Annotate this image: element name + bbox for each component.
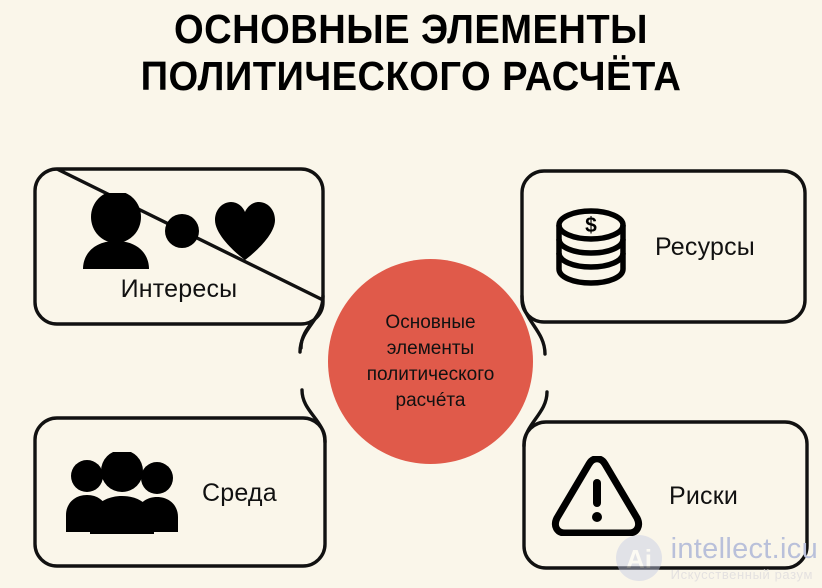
warning-triangle-icon [551, 456, 643, 536]
people-group-icon [66, 452, 178, 534]
interests-icon-row [81, 192, 277, 269]
svg-text:$: $ [585, 214, 597, 237]
card-interests[interactable]: Интересы [38, 172, 320, 320]
heart-icon [213, 201, 277, 260]
connector-tail-risks [522, 390, 549, 448]
coin-stack-icon: $ [553, 207, 629, 287]
card-resources[interactable]: $ Ресурсы [525, 174, 803, 320]
card-label-risks: Риски [669, 481, 739, 510]
card-risks[interactable]: Риски [527, 426, 805, 566]
dot-icon [165, 213, 199, 248]
connector-tail-environment [300, 388, 327, 444]
card-label-resources: Ресурсы [655, 232, 755, 261]
card-label-interests: Интересы [120, 274, 238, 303]
card-environment[interactable]: Среда [38, 422, 322, 564]
center-node[interactable]: Основные элементы политического расчéта [328, 259, 533, 464]
connector-tail-interests [298, 294, 325, 354]
page-title: ОСНОВНЫЕ ЭЛЕМЕНТЫ ПОЛИТИЧЕСКОГО РАСЧЁТА [0, 6, 822, 100]
connector-tail-resources [520, 294, 547, 356]
person-icon [81, 192, 151, 269]
title-line-2: ПОЛИТИЧЕСКОГО РАСЧЁТА [140, 53, 682, 99]
title-line-1: ОСНОВНЫЕ ЭЛЕМЕНТЫ [174, 6, 648, 52]
card-label-environment: Среда [202, 478, 277, 507]
center-node-label: Основные элементы политического расчéта [366, 311, 495, 411]
